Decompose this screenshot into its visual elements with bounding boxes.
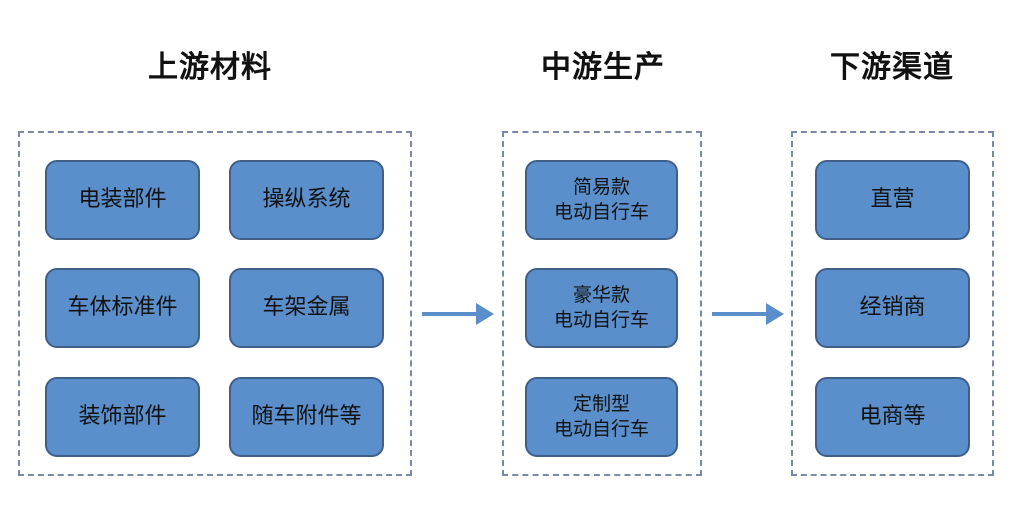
midstream-item: 豪华款 电动自行车 — [525, 268, 678, 348]
upstream-item: 车架金属 — [229, 268, 384, 348]
midstream-item-line1: 定制型 — [572, 393, 630, 416]
upstream-group — [18, 131, 412, 476]
midstream-item-line1: 豪华款 — [572, 284, 630, 307]
arrow-right-icon — [712, 303, 784, 325]
midstream-item-line2: 电动自行车 — [553, 418, 649, 440]
upstream-item: 随车附件等 — [229, 377, 384, 457]
column-title-upstream: 上游材料 — [148, 50, 272, 85]
column-title-downstream: 下游渠道 — [830, 50, 954, 85]
midstream-item-line2: 电动自行车 — [553, 309, 649, 331]
downstream-group — [791, 131, 994, 476]
midstream-item-line1: 简易款 — [572, 176, 630, 199]
column-title-midstream: 中游生产 — [541, 50, 665, 85]
downstream-item: 经销商 — [815, 268, 970, 348]
midstream-group — [502, 131, 702, 476]
downstream-item: 直营 — [815, 160, 970, 240]
midstream-item: 简易款 电动自行车 — [525, 160, 678, 240]
upstream-item: 操纵系统 — [229, 160, 384, 240]
upstream-item: 车体标准件 — [45, 268, 200, 348]
upstream-item: 电装部件 — [45, 160, 200, 240]
downstream-item: 电商等 — [815, 377, 970, 457]
midstream-item-line2: 电动自行车 — [553, 201, 649, 223]
upstream-item: 装饰部件 — [45, 377, 200, 457]
arrow-right-icon — [422, 303, 494, 325]
midstream-item: 定制型 电动自行车 — [525, 377, 678, 457]
